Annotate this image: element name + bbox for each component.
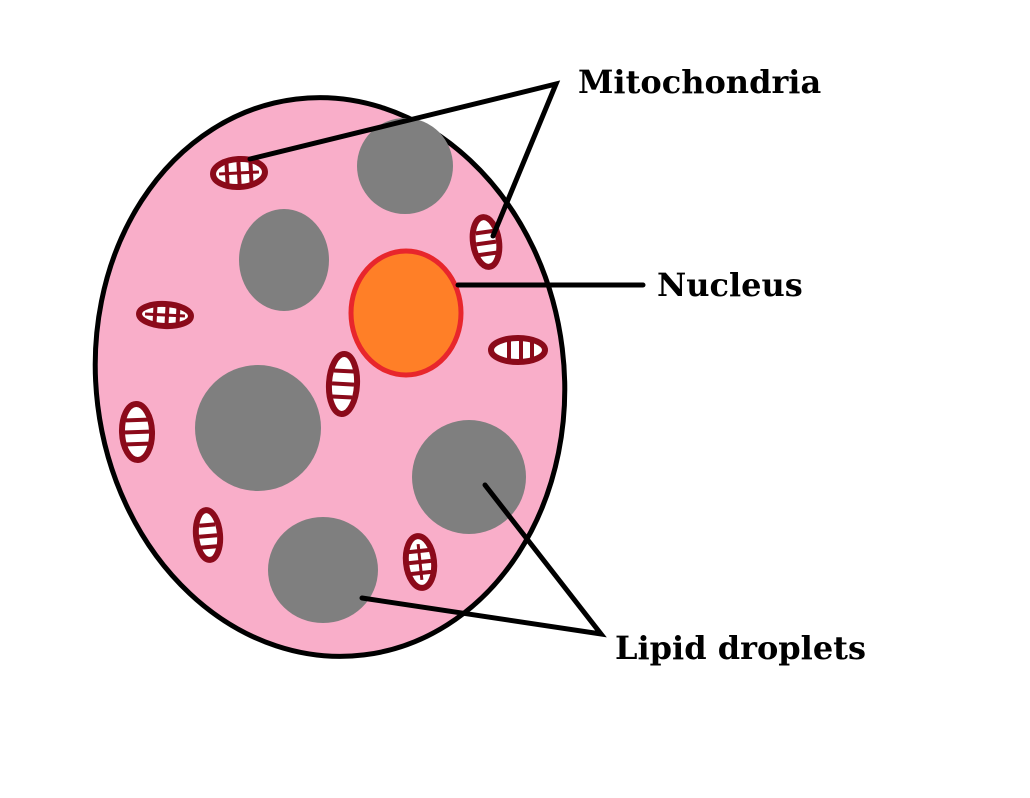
- mitochondrion: [210, 155, 268, 191]
- mitochondrion: [469, 214, 503, 270]
- mitochondrion: [136, 300, 194, 330]
- nucleus-label: Nucleus: [657, 266, 803, 304]
- mitochondrion: [402, 533, 438, 591]
- lipid-droplets-label: Lipid droplets: [615, 629, 866, 667]
- lipid-droplet: [239, 209, 329, 311]
- lipid-droplet: [195, 365, 321, 491]
- nucleus: [348, 248, 464, 378]
- lipid-droplets: [195, 118, 526, 623]
- lipid-droplet: [268, 517, 378, 623]
- mitochondria-leader-line: [247, 80, 561, 239]
- lipid-droplets-leader-line: [359, 482, 607, 638]
- mitochondrion: [192, 507, 224, 563]
- mitochondrion: [118, 401, 156, 463]
- mitochondria-label: Mitochondria: [578, 63, 821, 101]
- mitochondrion: [488, 335, 548, 365]
- lipid-droplet: [357, 118, 453, 214]
- lipid-droplet: [412, 420, 526, 534]
- mitochondrion: [325, 351, 361, 417]
